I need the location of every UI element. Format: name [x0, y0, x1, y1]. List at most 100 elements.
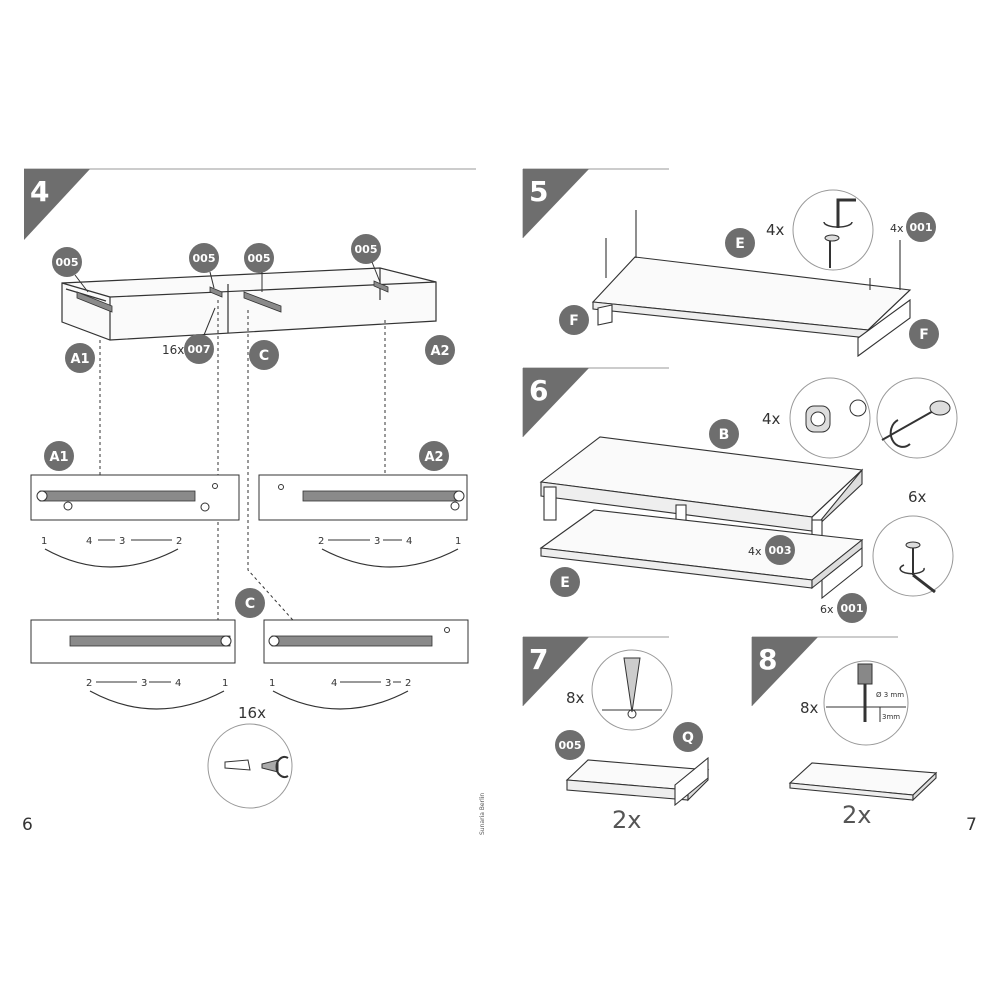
step6-qty-001: 6x: [820, 603, 834, 616]
step8-qty-total: 2x: [842, 801, 871, 829]
screw-detail-circle: [207, 723, 293, 809]
page-number-left: 6: [22, 815, 33, 835]
svg-text:003: 003: [769, 544, 792, 557]
qty-screws: 16x: [238, 704, 266, 722]
step7-qty-total: 2x: [612, 806, 641, 834]
step-6-corner-badge: [523, 368, 589, 437]
part-005-badge-c: 005: [244, 243, 274, 273]
step-4-number: 4: [30, 175, 49, 208]
svg-text:1: 1: [455, 536, 461, 547]
rail-panel-a1: [30, 474, 240, 521]
svg-text:Q: Q: [682, 730, 694, 746]
label-e-step6: E: [550, 567, 580, 597]
part-003-badge: 003: [765, 535, 795, 565]
svg-text:C: C: [259, 348, 269, 364]
step7-qty-circle: 8x: [566, 689, 585, 707]
shelf-panel-e: [591, 210, 912, 358]
drawer-panel-step8: [788, 762, 938, 802]
rail-panel-c-left: [30, 619, 236, 664]
step6-qty-003: 4x: [748, 545, 762, 558]
label-a2-rail: A2: [419, 441, 449, 471]
c-right-sequence: 1 4 3 2: [269, 678, 411, 710]
step-7: 7 8x 005 Q 2x: [522, 636, 710, 834]
step5-qty-circle: 4x: [766, 221, 785, 239]
drill-depth: 3mm: [882, 713, 900, 721]
svg-text:001: 001: [841, 602, 864, 615]
svg-text:2: 2: [405, 678, 411, 689]
label-e-step5: E: [725, 228, 755, 258]
svg-text:A2: A2: [430, 344, 449, 359]
svg-text:3: 3: [119, 536, 125, 547]
step-4: 4 005 005 005: [24, 168, 476, 809]
c-left-sequence: 2 3 4 1: [86, 678, 228, 710]
svg-text:005: 005: [56, 256, 79, 269]
label-c-rail: C: [235, 588, 265, 618]
step-7-number: 7: [529, 643, 548, 676]
svg-text:4: 4: [331, 678, 337, 689]
guide-lines: [99, 300, 386, 640]
svg-text:1: 1: [222, 678, 228, 689]
step-8-number: 8: [758, 643, 777, 676]
part-005-badge-b: 005: [189, 243, 219, 273]
a2-sequence: 2 3 4 1: [318, 536, 461, 568]
svg-text:A1: A1: [49, 450, 68, 465]
drill-diameter: Ø 3 mm: [876, 691, 904, 699]
svg-text:007: 007: [188, 343, 211, 356]
svg-text:E: E: [560, 575, 570, 591]
svg-text:3: 3: [374, 536, 380, 547]
svg-text:005: 005: [193, 252, 216, 265]
drill-detail-circle: Ø 3 mm 3mm: [823, 660, 909, 746]
step-6: 6 B E 4x: [522, 367, 958, 623]
svg-text:E: E: [735, 236, 745, 252]
cabinet-illustration: [61, 267, 437, 341]
drawer-front-q: [565, 756, 710, 807]
svg-text:F: F: [919, 327, 929, 343]
page-number-right: 7: [966, 815, 977, 835]
svg-text:B: B: [719, 427, 730, 443]
part-005-badge-step7: 005: [555, 730, 585, 760]
label-f-right: F: [909, 319, 939, 349]
rail-panel-c-right: [263, 619, 469, 664]
screwdriver-detail: [876, 377, 958, 459]
step7-detail-circle: [591, 649, 673, 731]
part-005-badge-d: 005: [351, 234, 381, 264]
svg-text:C: C: [245, 596, 255, 612]
svg-text:1: 1: [41, 536, 47, 547]
part-001-badge-step5: 001: [906, 212, 936, 242]
label-a1-rail: A1: [44, 441, 74, 471]
step6-qty-cam: 4x: [762, 410, 781, 428]
step-5-number: 5: [529, 175, 548, 208]
svg-text:4: 4: [406, 536, 412, 547]
svg-text:005: 005: [355, 243, 378, 256]
part-001-badge-step6: 001: [837, 593, 867, 623]
svg-text:3: 3: [385, 678, 391, 689]
label-c-top: C: [249, 340, 279, 370]
svg-text:2: 2: [318, 536, 324, 547]
part-007-badge: 007: [184, 334, 214, 364]
step-6-number: 6: [529, 374, 548, 407]
step-4-corner-badge: [24, 169, 90, 240]
svg-text:005: 005: [248, 252, 271, 265]
svg-text:F: F: [569, 313, 579, 329]
svg-text:4: 4: [86, 536, 92, 547]
step5-detail-circle: [792, 189, 874, 271]
step8-qty-circle: 8x: [800, 699, 819, 717]
svg-text:001: 001: [910, 221, 933, 234]
step6-qty-circle: 6x: [908, 488, 927, 506]
svg-text:2: 2: [176, 536, 182, 547]
cabinet-assembly-step6: [539, 436, 864, 600]
step-5: 5 E F F 4x: [522, 168, 939, 358]
qty-007: 16x: [162, 343, 184, 357]
step-8: 8 8x Ø 3 mm 3mm 2x: [751, 636, 938, 829]
label-a2-top: A2: [425, 335, 455, 365]
part-005-badge-a: 005: [52, 247, 82, 277]
step6-allen-detail: [872, 515, 954, 597]
label-b: B: [709, 419, 739, 449]
a1-sequence: 1 4 3 2: [41, 536, 182, 568]
cam-lock-detail: [789, 377, 871, 459]
drawer-rails-on-cabinet: [76, 280, 389, 313]
svg-text:1: 1: [269, 678, 275, 689]
label-q: Q: [673, 722, 703, 752]
svg-text:4: 4: [175, 678, 181, 689]
